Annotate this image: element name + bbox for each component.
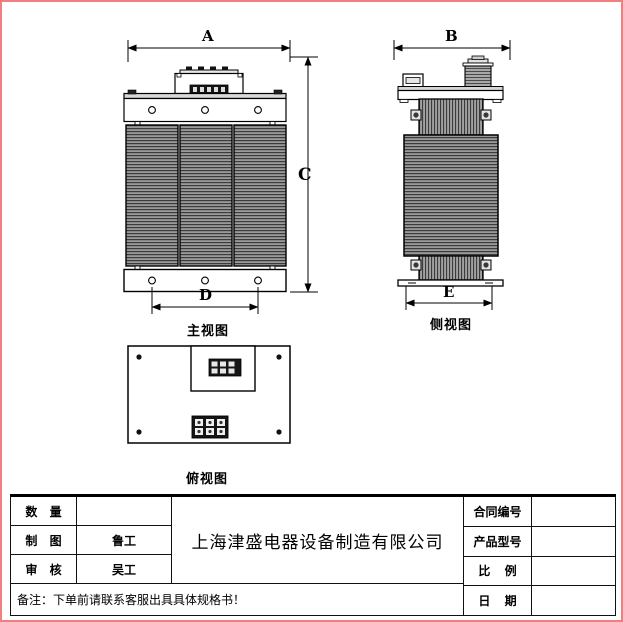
dimension-label-c: C: [298, 165, 312, 185]
dimension-label-d: D: [199, 286, 213, 304]
dimension-c: [290, 56, 318, 293]
side-view-drawing: [393, 40, 511, 310]
field-row-quantity: 数 量: [11, 497, 171, 526]
top-view-terminal-block: [191, 415, 229, 439]
dimension-e: [405, 286, 493, 310]
company-name: 上海津盛电器设备制造有限公司: [191, 532, 444, 553]
caption-side-view: 侧视图: [429, 318, 472, 333]
front-coil-assembly: [125, 124, 287, 267]
title-block-left-upper: 数 量 制 图 鲁工 审 核 吴工 上海津盛电器设备制造有限公司: [11, 497, 463, 583]
front-view-drawing: [123, 40, 318, 314]
field-row-contract-number: 合同编号: [464, 497, 615, 527]
front-lower-mounting-plate: [123, 265, 287, 293]
top-view-drawing: [127, 345, 291, 444]
dimension-d: [151, 287, 259, 314]
field-label-quantity: 数 量: [11, 497, 77, 525]
dimension-label-a: A: [202, 27, 214, 45]
field-value-quantity[interactable]: [77, 497, 171, 525]
side-upper-core-neck: [410, 98, 492, 136]
title-block-right: 合同编号 产品型号 比 例 日 期: [463, 497, 615, 615]
field-row-scale: 比 例: [464, 556, 615, 587]
side-lower-mounting-plate: [397, 279, 504, 287]
title-block: 数 量 制 图 鲁工 审 核 吴工 上海津盛电器设备制造有限公司 备注：下单前请…: [10, 494, 616, 616]
field-label-checked-by: 审 核: [11, 555, 77, 583]
field-value-checked-by[interactable]: 吴工: [111, 562, 136, 577]
caption-top-view: 俯视图: [185, 472, 228, 487]
dimension-label-b: B: [445, 27, 458, 45]
remarks-note: 备注：下单前请联系客服出具具体规格书！: [11, 583, 463, 615]
caption-front-view: 主视图: [186, 324, 229, 339]
field-row-checked-by: 审 核 吴工: [11, 555, 171, 583]
field-value-contract-number[interactable]: [532, 497, 615, 526]
field-label-date: 日 期: [464, 586, 532, 615]
top-view-terminal-strip: [208, 358, 242, 377]
dimension-a: [127, 40, 291, 62]
field-label-product-model: 产品型号: [464, 526, 532, 556]
dimension-b: [393, 40, 511, 60]
field-row-date: 日 期: [464, 586, 615, 615]
side-terminal-box: [462, 55, 494, 89]
title-block-left: 数 量 制 图 鲁工 审 核 吴工 上海津盛电器设备制造有限公司 备注：下单前请…: [11, 497, 463, 615]
field-row-drawn-by: 制 图 鲁工: [11, 526, 171, 555]
side-lower-core-neck: [410, 255, 492, 281]
dimension-label-e: E: [443, 283, 455, 301]
field-value-drawn-by[interactable]: 鲁工: [111, 533, 136, 548]
front-upper-mounting-plate: [123, 89, 287, 126]
field-value-date[interactable]: [532, 586, 615, 615]
side-main-core-body: [403, 134, 499, 257]
field-label-contract-number: 合同编号: [464, 497, 532, 526]
field-label-scale: 比 例: [464, 556, 532, 586]
front-terminal-cover: [174, 66, 244, 95]
field-value-product-model[interactable]: [532, 527, 615, 556]
title-block-field-rows: 数 量 制 图 鲁工 审 核 吴工: [11, 497, 172, 583]
field-row-product-model: 产品型号: [464, 526, 615, 557]
field-value-scale[interactable]: [532, 557, 615, 586]
side-lifting-bracket: [402, 73, 424, 88]
field-label-drawn-by: 制 图: [11, 526, 77, 554]
